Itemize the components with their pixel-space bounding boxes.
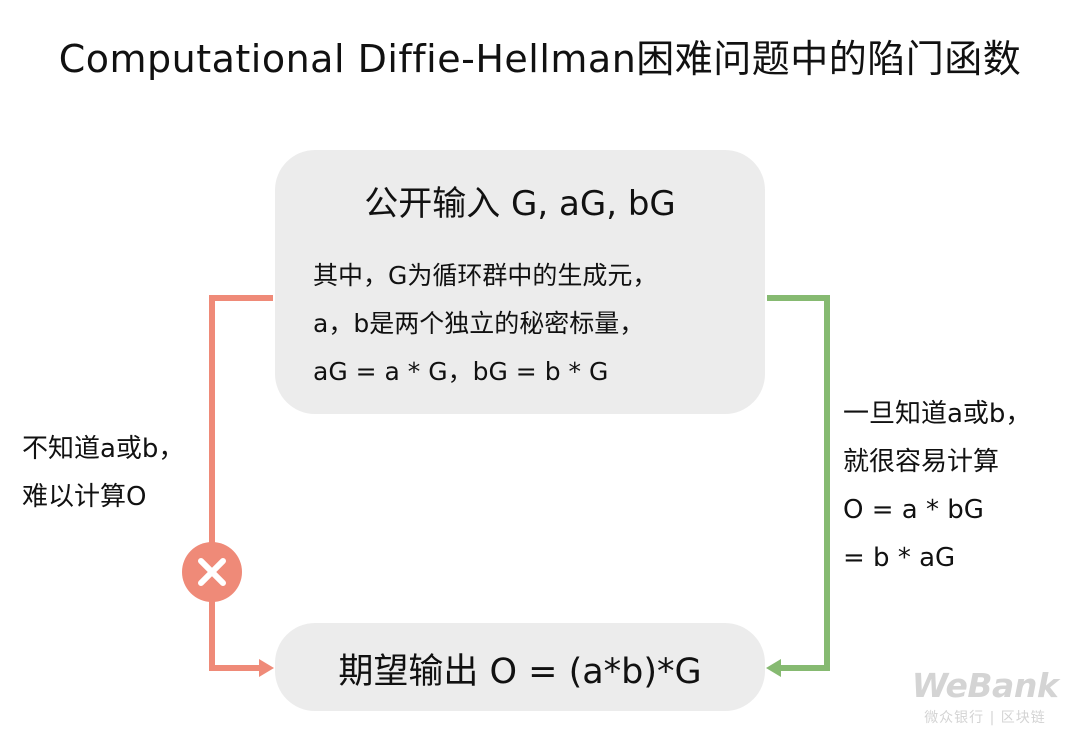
left-note-line-2: 难以计算O (22, 482, 147, 512)
left-note-line-1: 不知道a或b， (22, 434, 185, 464)
right-note-line-1: 一旦知道a或b， (843, 399, 1032, 429)
left-arrow-line (209, 295, 273, 671)
expected-output-box: 期望输出 O = (a*b)*G (275, 623, 765, 711)
close-icon (182, 542, 242, 602)
description-line-3: aG = a * G，bG = b * G (313, 357, 609, 386)
description-line-1: 其中，G为循环群中的生成元， (313, 261, 658, 290)
page-title: Computational Diffie-Hellman困难问题中的陷门函数 (58, 37, 1022, 81)
public-input-description: 其中，G为循环群中的生成元， a，b是两个独立的秘密标量， aG = a * G… (313, 252, 753, 396)
right-arrow-line (767, 295, 830, 671)
left-note: 不知道a或b， 难以计算O (22, 425, 184, 521)
right-arrowhead (766, 659, 781, 677)
right-note-line-3: O = a * bG (843, 495, 984, 525)
right-note-line-2: 就很容易计算 (843, 447, 1000, 477)
watermark: WeBank 微众银行 | 区块链 (905, 666, 1065, 727)
watermark-subtitle: 微众银行 | 区块链 (924, 710, 1046, 726)
right-note-line-4: = b * aG (843, 543, 956, 573)
public-input-box: 公开输入 G, aG, bG 其中，G为循环群中的生成元， a，b是两个独立的秘… (275, 150, 765, 414)
watermark-logo: WeBank (911, 666, 1059, 705)
description-line-2: a，b是两个独立的秘密标量， (313, 309, 645, 338)
expected-output-text: 期望输出 O = (a*b)*G (338, 652, 702, 692)
public-input-heading: 公开输入 G, aG, bG (364, 184, 676, 224)
left-arrowhead (259, 659, 274, 677)
right-note: 一旦知道a或b， 就很容易计算 O = a * bG = b * aG (843, 390, 1031, 582)
